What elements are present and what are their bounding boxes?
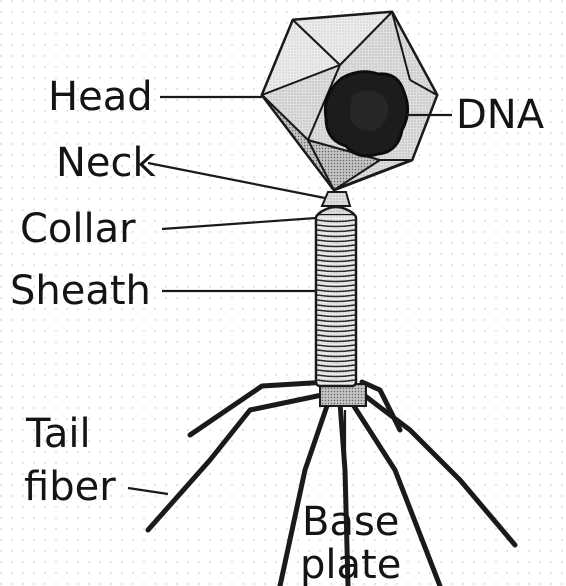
label-collar: Collar (20, 206, 136, 252)
label-sheath: Sheath (10, 268, 151, 314)
label-tail-fiber-line1: Tail (25, 411, 91, 457)
base-plate (320, 384, 366, 406)
label-base-plate-line2: plate (300, 542, 401, 586)
sheath (316, 214, 356, 386)
dna-mass-texture (350, 90, 388, 130)
label-dna: DNA (456, 92, 545, 138)
label-neck: Neck (56, 140, 157, 186)
neck (322, 192, 350, 206)
label-head: Head (48, 74, 153, 120)
label-tail-fiber-line2: fiber (24, 464, 116, 510)
label-base-plate-line1: Base (302, 499, 399, 545)
